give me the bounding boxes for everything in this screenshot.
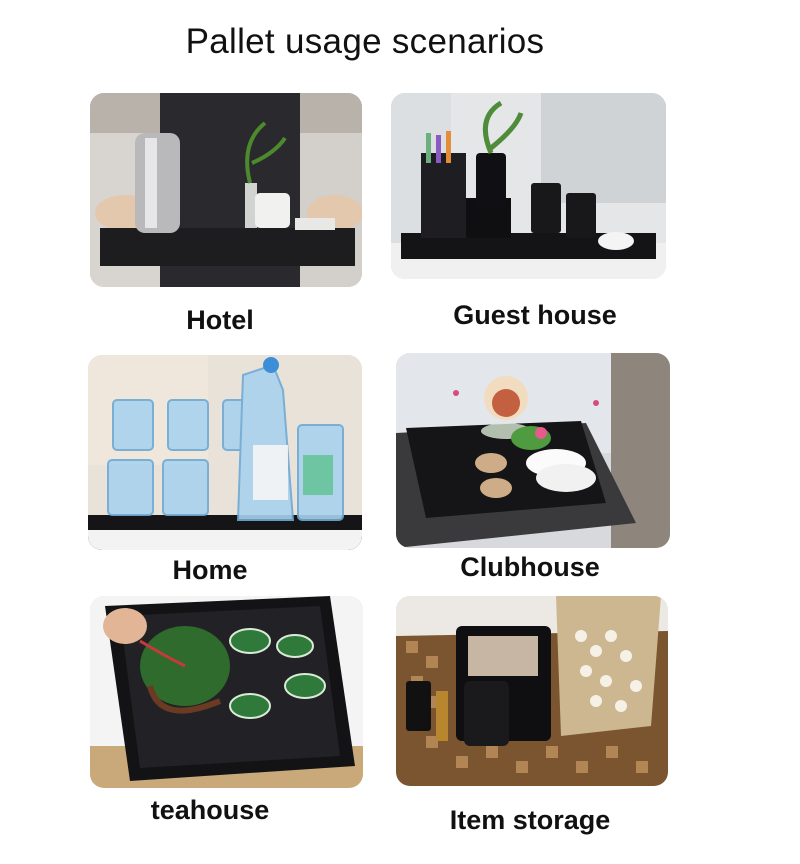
guest-house-photo	[391, 93, 666, 279]
hotel-photo	[90, 93, 362, 287]
page-title: Pallet usage scenarios	[185, 22, 545, 61]
teahouse-photo	[90, 596, 363, 788]
home-photo	[88, 355, 362, 550]
caption-item-storage: Item storage	[449, 805, 611, 835]
caption-home: Home	[172, 555, 248, 585]
caption-teahouse: teahouse	[150, 795, 270, 825]
item-storage-photo	[396, 596, 668, 786]
caption-hotel: Hotel	[186, 305, 254, 335]
caption-clubhouse: Clubhouse	[460, 552, 600, 582]
clubhouse-photo	[396, 353, 670, 548]
caption-guest-house: Guest house	[453, 300, 617, 330]
